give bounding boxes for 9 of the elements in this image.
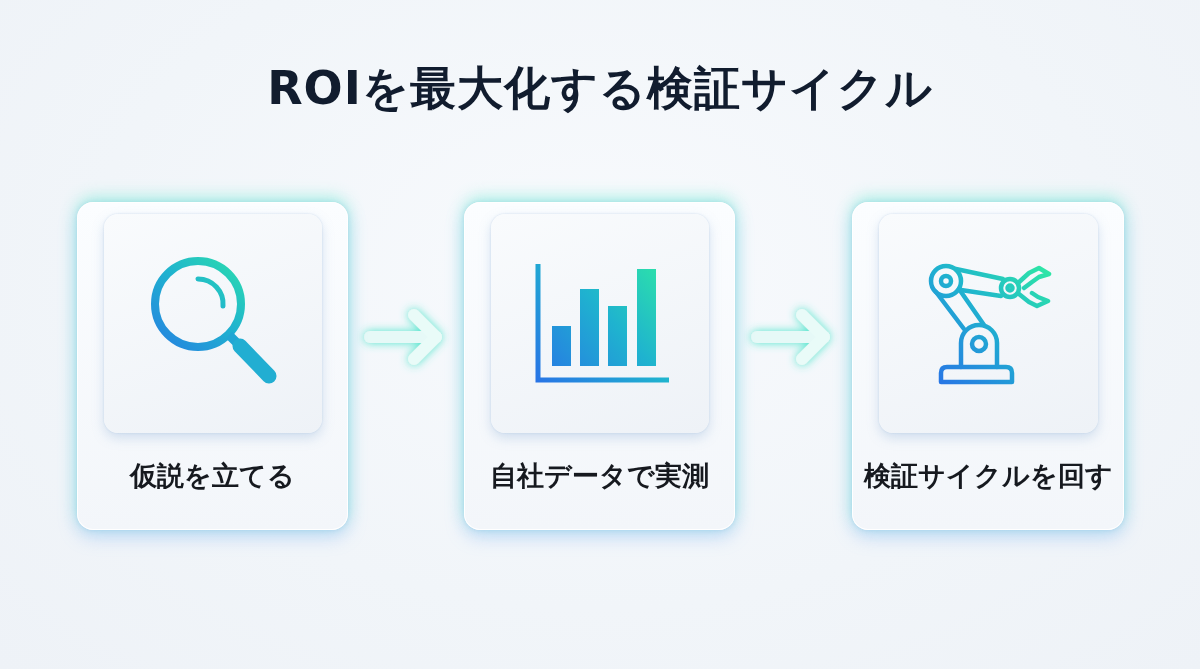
step-label: 自社データで実測 — [489, 459, 710, 493]
arrow — [364, 309, 442, 365]
arrow — [751, 309, 830, 365]
step-card — [852, 202, 1124, 530]
step-card — [77, 202, 348, 530]
step-label: 仮説を立てる — [128, 459, 296, 493]
title: ROIを最大化する検証サイクル — [266, 60, 934, 117]
step-label: 検証サイクルを回す — [862, 459, 1114, 493]
step-card — [464, 202, 735, 530]
